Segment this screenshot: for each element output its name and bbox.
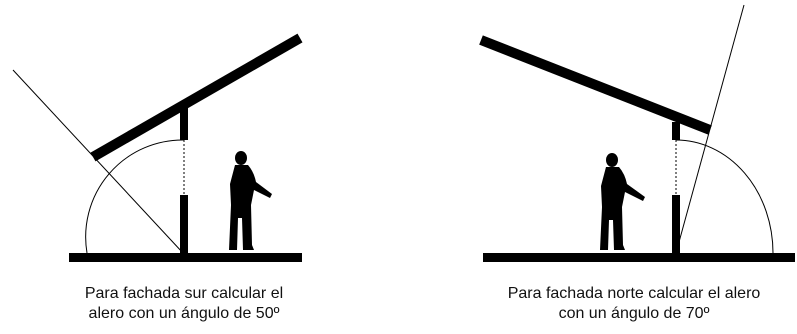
south-floor	[69, 253, 302, 262]
south-caption: Para fachada sur calcular el alero con u…	[34, 284, 334, 324]
south-wall-lower	[180, 195, 188, 253]
north-wall-lower	[672, 195, 680, 253]
south-wall-upper	[180, 108, 188, 140]
south-angle-arc	[85, 139, 185, 254]
south-person-icon	[229, 151, 272, 250]
north-caption: Para fachada norte calcular el alero con…	[484, 284, 784, 324]
north-caption-line-2: con un ángulo de 70º	[558, 305, 710, 322]
north-angle-arc	[675, 139, 774, 254]
north-roof-overhang	[479, 35, 712, 135]
south-sun-ray	[12, 69, 184, 254]
south-roof-overhang	[90, 33, 303, 162]
north-person-icon	[600, 153, 645, 250]
south-caption-line-2: alero con un ángulo de 50º	[88, 305, 280, 322]
north-floor	[483, 253, 795, 262]
north-wall-upper	[672, 122, 680, 140]
south-facade-diagram	[12, 33, 303, 262]
north-caption-line-1: Para fachada norte calcular el alero	[507, 285, 761, 302]
north-facade-diagram	[479, 4, 795, 262]
south-caption-line-1: Para fachada sur calcular el	[84, 285, 284, 302]
